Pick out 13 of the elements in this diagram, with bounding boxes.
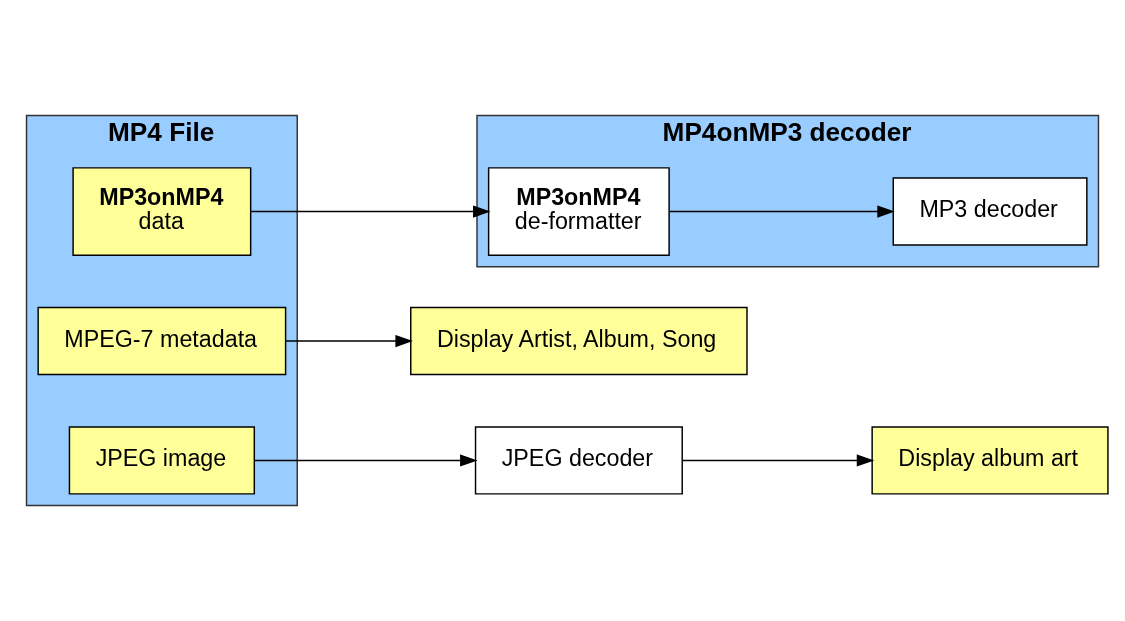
arrow <box>668 205 895 218</box>
arrow <box>250 205 491 218</box>
arrow <box>681 454 875 467</box>
node-box: JPEG decoder <box>474 426 683 495</box>
node-box: Display album art <box>871 426 1109 495</box>
node-box: JPEG image <box>68 426 256 495</box>
arrow <box>285 334 413 348</box>
arrow <box>254 454 478 467</box>
node-box: MPEG-7 metadata <box>37 306 287 376</box>
node-box: MP3 decoder <box>892 177 1088 246</box>
node-box: MP3onMP4 de-formatter <box>487 167 670 256</box>
node-box: MP3onMP4 data <box>72 167 252 256</box>
node-box: Display Artist, Album, Song <box>410 306 748 376</box>
